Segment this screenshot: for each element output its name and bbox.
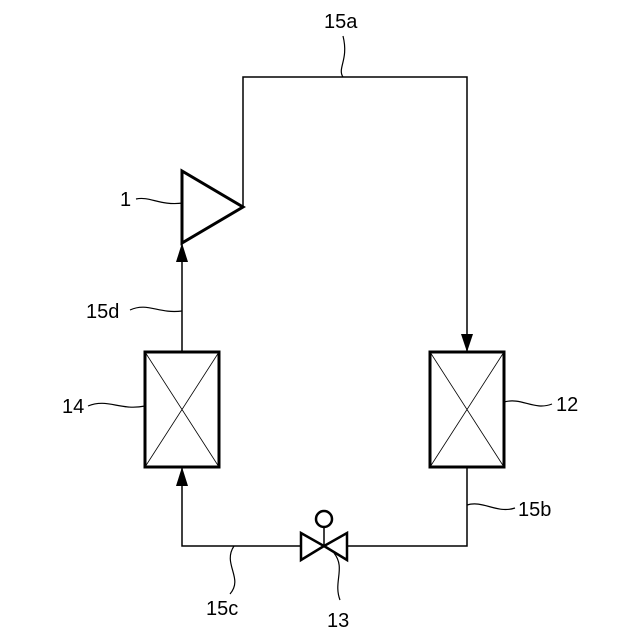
arrowhead-icon	[461, 334, 473, 352]
leader-15a	[341, 36, 344, 77]
bowtie-valve-icon	[301, 533, 324, 560]
pipe-15b	[347, 467, 467, 546]
label-15d: 15d	[86, 301, 119, 323]
label-1: 1	[120, 189, 131, 211]
label-15c: 15c	[206, 598, 238, 620]
heat-exchanger-12	[430, 352, 504, 467]
valve-actuator-icon	[316, 511, 332, 527]
arrowhead-icon	[176, 467, 188, 486]
label-12: 12	[556, 394, 578, 416]
leader-15b	[467, 504, 515, 510]
leader-1	[136, 198, 183, 203]
leader-15c	[230, 546, 235, 594]
leader-12	[504, 401, 552, 406]
label-14: 14	[62, 396, 84, 418]
leader-14	[88, 403, 145, 407]
compressor-icon	[182, 171, 243, 243]
pipe-15a	[243, 77, 467, 352]
heat-exchanger-14	[145, 352, 219, 467]
label-15a: 15a	[324, 11, 358, 33]
arrowhead-icon	[176, 243, 188, 262]
label-13: 13	[327, 610, 349, 632]
leader-13	[334, 553, 340, 600]
leader-15d	[130, 307, 182, 311]
expansion-valve-13	[301, 511, 347, 560]
pipe-15c	[182, 467, 301, 546]
label-15b: 15b	[518, 499, 551, 521]
